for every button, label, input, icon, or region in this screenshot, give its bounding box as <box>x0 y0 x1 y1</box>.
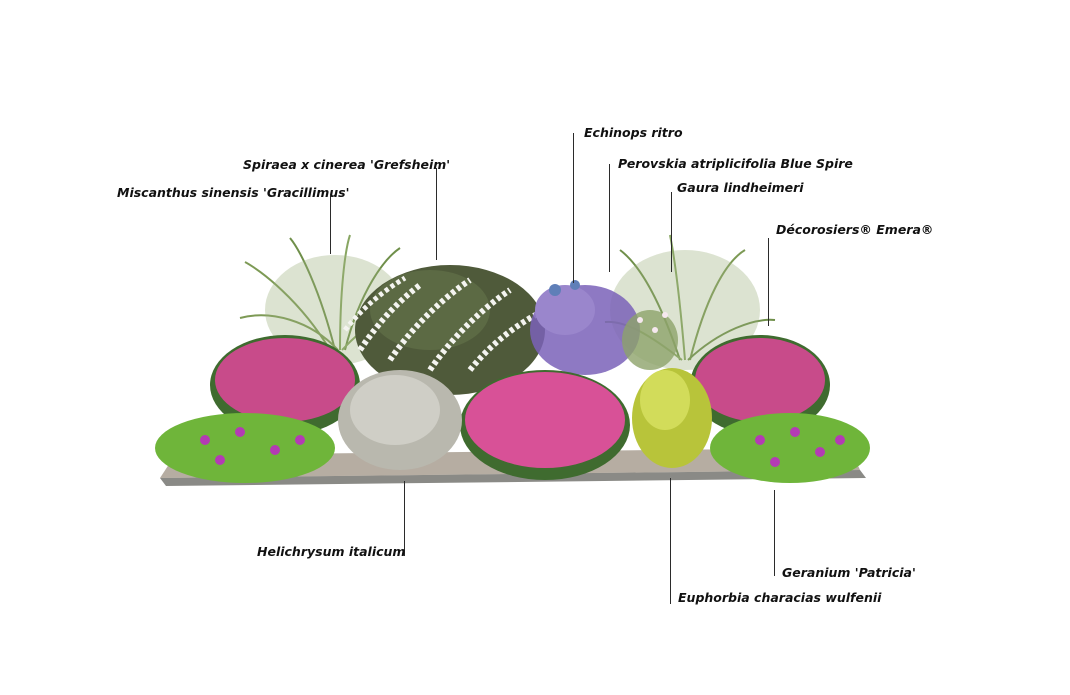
helichrysum-plant <box>338 370 462 470</box>
label-spiraea: Spiraea x cinerea 'Grefsheim' <box>243 157 451 172</box>
geranium-left <box>155 413 335 483</box>
leader-line-spiraea <box>436 168 437 260</box>
leader-line-perovskia <box>609 164 610 272</box>
perovskia-lavender <box>530 280 640 375</box>
leader-line-miscanthus <box>330 196 331 254</box>
rose-center <box>460 370 630 480</box>
euphorbia-plant <box>632 368 712 468</box>
leader-line-decorosiers <box>768 238 769 326</box>
label-euphorbia: Euphorbia characias wulfenii <box>678 590 882 605</box>
rose-left <box>210 335 360 435</box>
leader-line-euphorbia <box>670 478 671 604</box>
label-perovskia: Perovskia atriplicifolia Blue Spire <box>618 156 853 171</box>
label-geranium: Geranium 'Patricia' <box>782 565 916 580</box>
label-miscanthus: Miscanthus sinensis 'Gracillimus' <box>117 185 350 200</box>
leader-line-gaura <box>671 192 672 272</box>
gaura-plant <box>622 310 678 370</box>
label-helichrysum: Helichrysum italicum <box>257 544 406 559</box>
rose-right <box>690 335 830 435</box>
label-echinops: Echinops ritro <box>584 125 683 140</box>
leader-line-geranium <box>774 490 775 576</box>
geranium-right <box>710 413 870 483</box>
label-decorosiers: Décorosiers® Emera® <box>776 222 934 237</box>
bed-edging <box>160 470 866 486</box>
leader-line-helichrysum <box>404 481 405 556</box>
label-gaura: Gaura lindheimeri <box>677 180 804 195</box>
leader-line-echinops <box>573 133 574 283</box>
